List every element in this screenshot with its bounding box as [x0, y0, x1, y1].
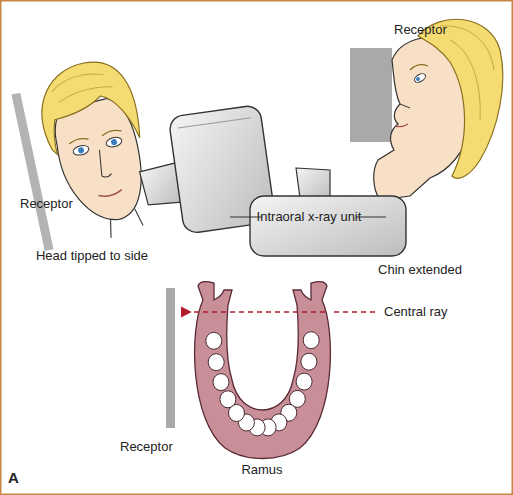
tooth [301, 353, 317, 370]
unit-label: Intraoral x-ray unit [257, 210, 362, 225]
central-ray [182, 311, 325, 312]
receptor-plate [166, 288, 175, 428]
central-ray [334, 311, 378, 312]
caption-label: Chin extended [378, 263, 462, 278]
receptor-label: Receptor [120, 440, 173, 455]
receptor-label: Receptor [20, 197, 73, 212]
receptor-plate [350, 48, 392, 142]
head-chin-extended [250, 19, 503, 256]
tooth [208, 354, 224, 371]
caption-label: Head tipped to side [36, 249, 148, 264]
head-tipped [11, 53, 275, 251]
panel-letter: A [8, 469, 19, 486]
mandible [166, 282, 378, 459]
tooth [220, 391, 236, 408]
receptor-label: Receptor [394, 23, 447, 38]
tooth [206, 332, 222, 349]
tooth [296, 373, 312, 390]
tooth [303, 332, 319, 349]
tooth [213, 374, 229, 391]
ray-label: Central ray [384, 305, 448, 320]
part-label: Ramus [241, 463, 282, 478]
